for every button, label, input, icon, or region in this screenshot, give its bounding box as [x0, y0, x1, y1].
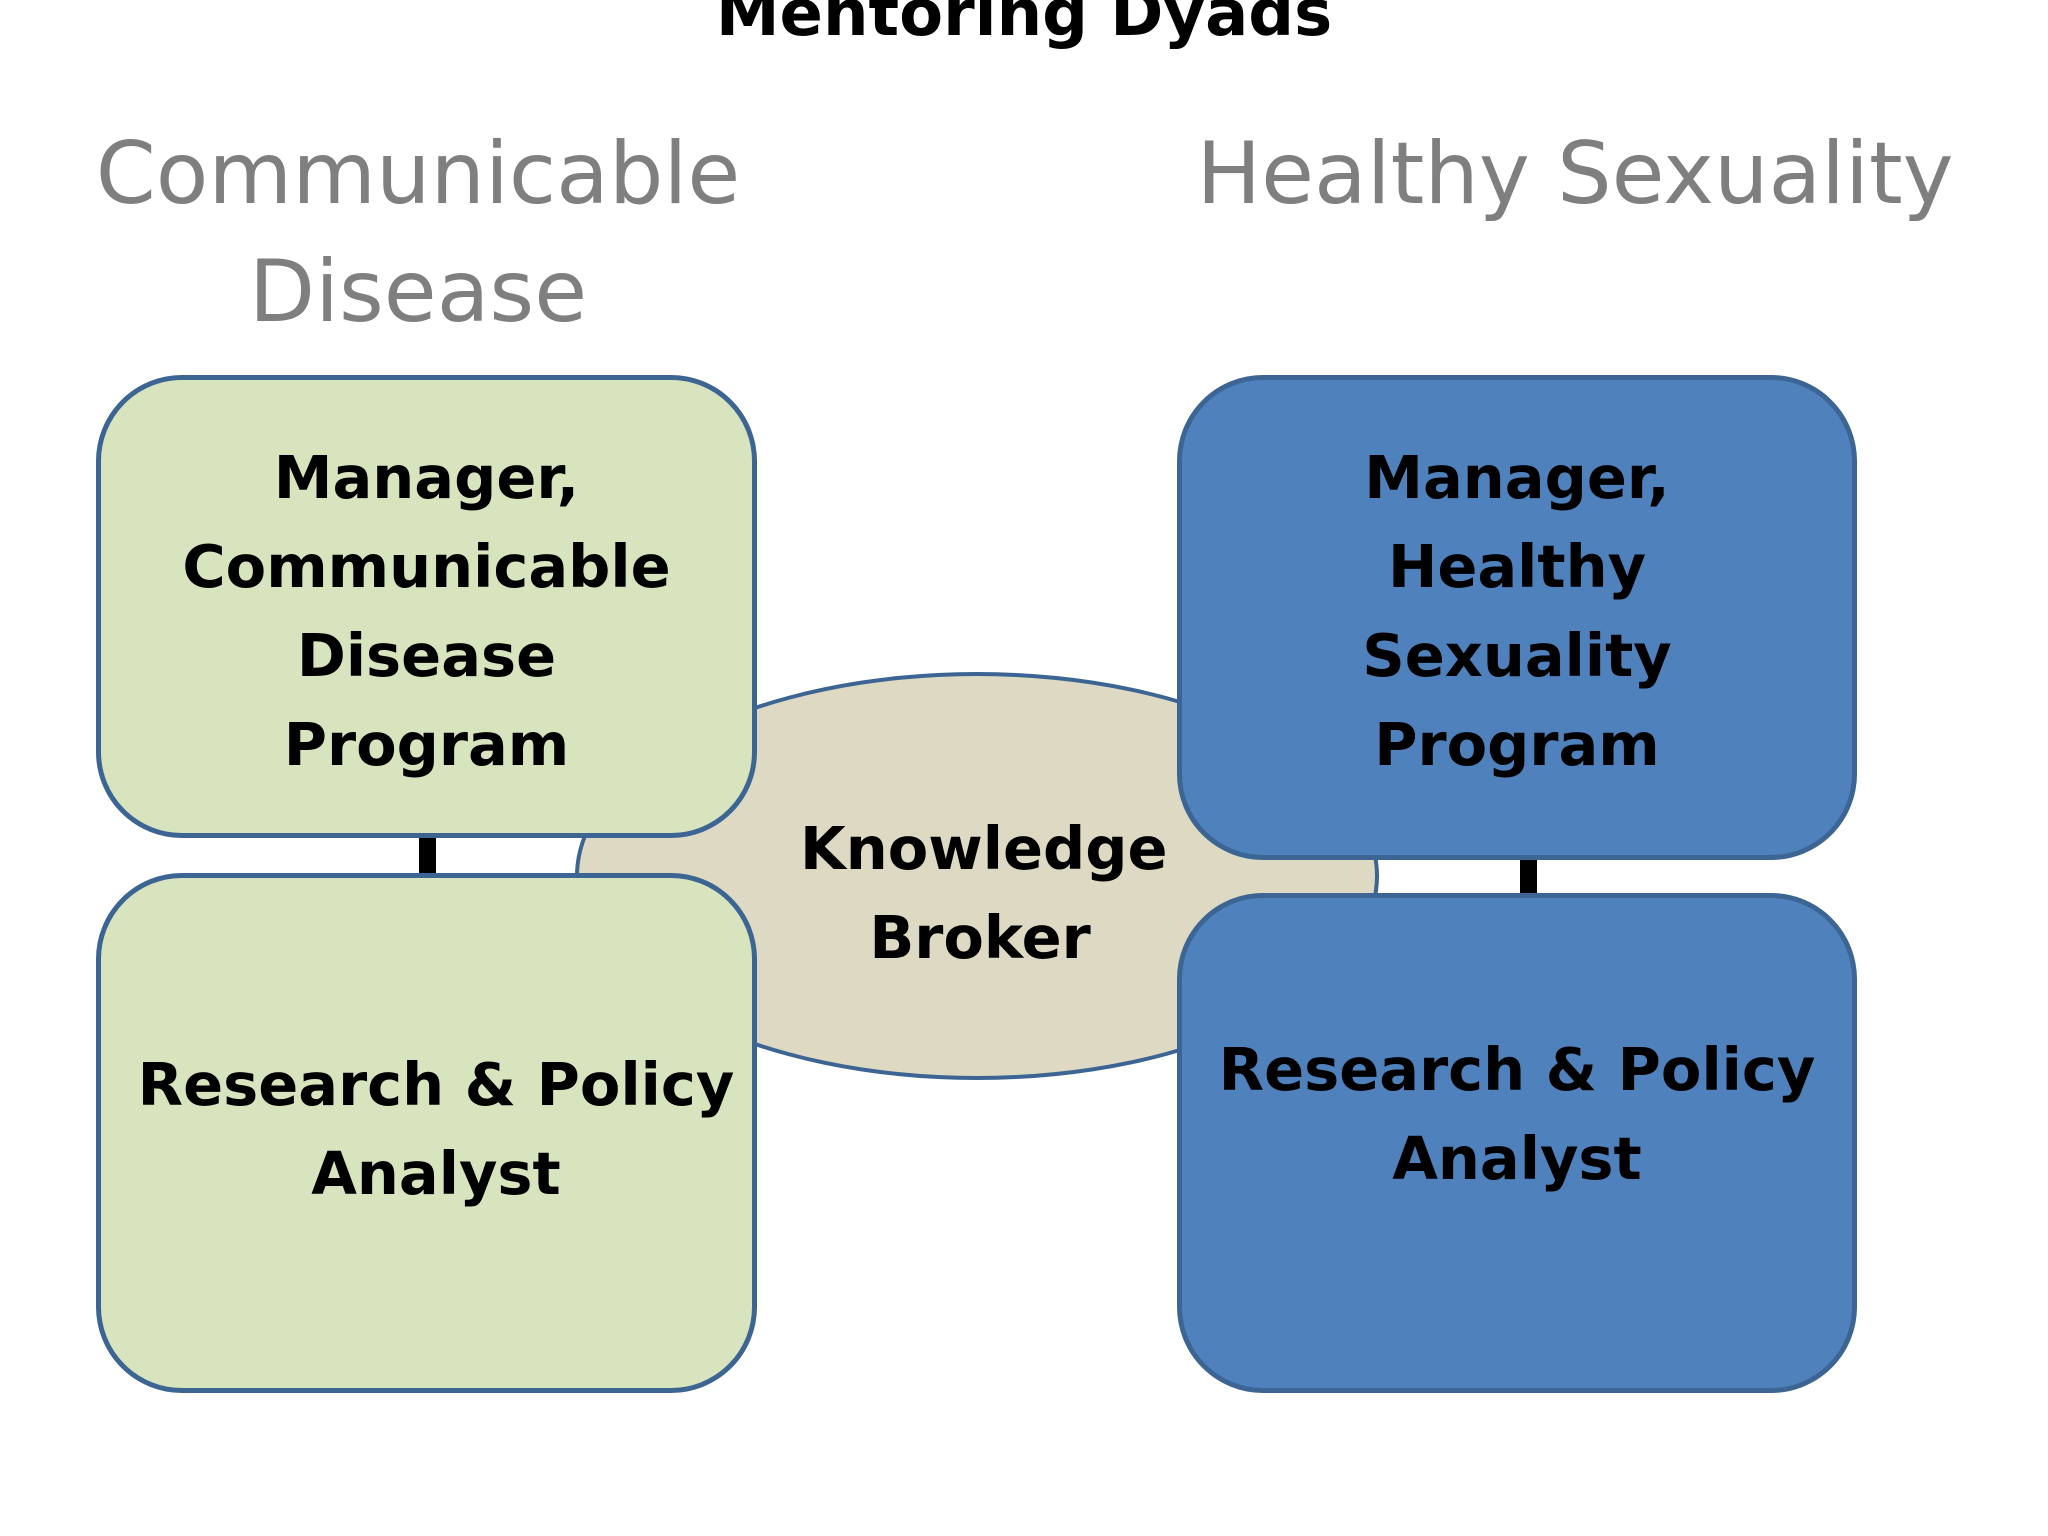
connector-line-right — [1520, 850, 1537, 900]
box-line: Communicable — [182, 532, 671, 601]
box-line: Research & Policy — [1218, 1035, 1816, 1104]
manager-communicable-disease-label: Manager, Communicable Disease Program — [96, 433, 757, 789]
box-line: Program — [283, 710, 570, 779]
connector-line-left — [419, 830, 436, 880]
box-line: Sexuality — [1362, 621, 1672, 690]
broker-line: Broker — [869, 903, 1091, 972]
box-line: Analyst — [311, 1139, 561, 1208]
slide-title: Mentoring Dyads — [715, 0, 1333, 51]
broker-line: Knowledge — [800, 814, 1168, 883]
heading-line: Disease — [248, 242, 588, 342]
box-line: Program — [1374, 710, 1660, 779]
manager-healthy-sexuality-label: Manager, Healthy Sexuality Program — [1177, 433, 1857, 789]
heading-line: Healthy Sexuality — [1196, 124, 1954, 224]
box-analyst-healthy-sexuality — [1177, 893, 1857, 1393]
box-line: Manager, — [273, 443, 580, 512]
analyst-healthy-sexuality-label: Research & Policy Analyst — [1177, 1025, 1857, 1203]
box-manager-communicable-disease — [96, 375, 757, 838]
box-analyst-communicable-disease — [96, 873, 757, 1393]
box-line: Research & Policy — [137, 1050, 735, 1119]
box-manager-healthy-sexuality — [1177, 375, 1857, 860]
box-line: Disease — [296, 621, 557, 690]
box-line: Manager, — [1364, 443, 1670, 512]
box-line: Analyst — [1392, 1124, 1642, 1193]
analyst-communicable-disease-label: Research & Policy Analyst — [112, 1040, 760, 1218]
box-line: Healthy — [1387, 532, 1647, 601]
group-heading-communicable-disease: Communicable Disease — [80, 115, 756, 351]
knowledge-broker-label: Knowledge Broker — [800, 804, 1168, 982]
heading-line: Communicable — [95, 124, 741, 224]
group-heading-healthy-sexuality: Healthy Sexuality — [1180, 115, 1970, 233]
